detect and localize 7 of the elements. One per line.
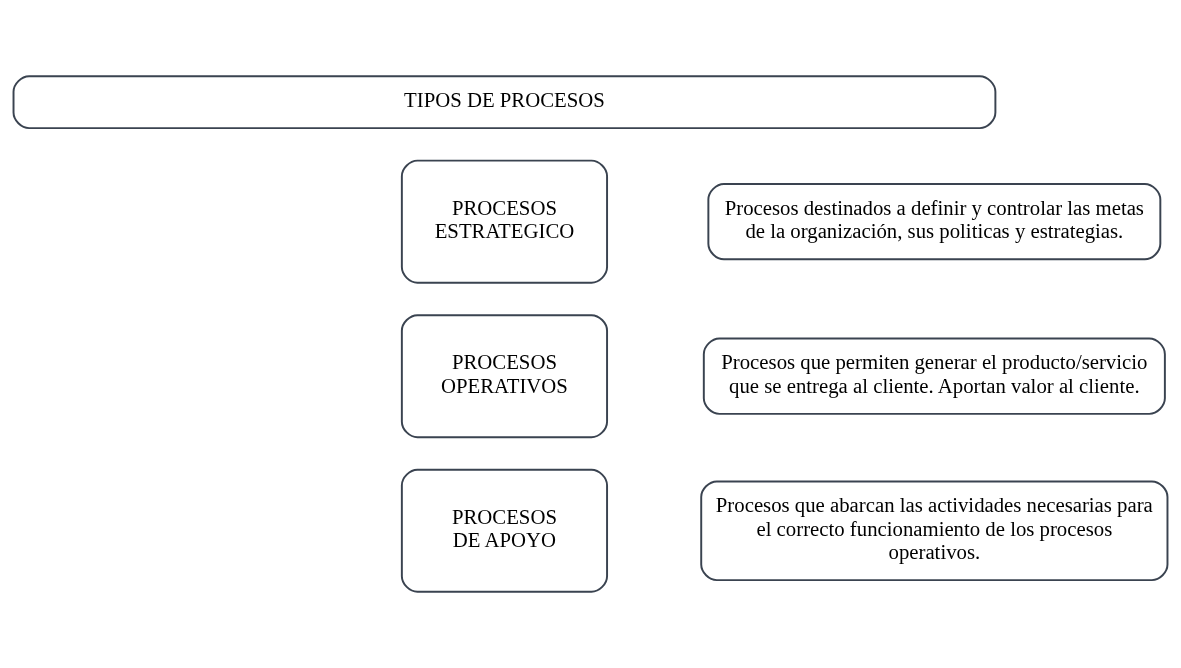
node-box: Procesos destinados a definir y controlar las metas de la organización, sus politicas y estrategias. — [707, 183, 1162, 261]
node-box: PROCESOS OPERATIVOS — [400, 314, 609, 439]
node-box: TIPOS DE PROCESOS — [12, 75, 997, 130]
node-box: Procesos que abarcan las actividades necesarias para el correcto funcionamiento de los procesos operativos. — [700, 480, 1169, 582]
node-box: PROCESOS ESTRATEGICO — [400, 159, 609, 284]
node-box: PROCESOS DE APOYO — [400, 468, 609, 593]
node-box: Procesos que permiten generar el producto/servicio que se entrega al cliente. Aportan valor al cliente. — [702, 337, 1166, 415]
